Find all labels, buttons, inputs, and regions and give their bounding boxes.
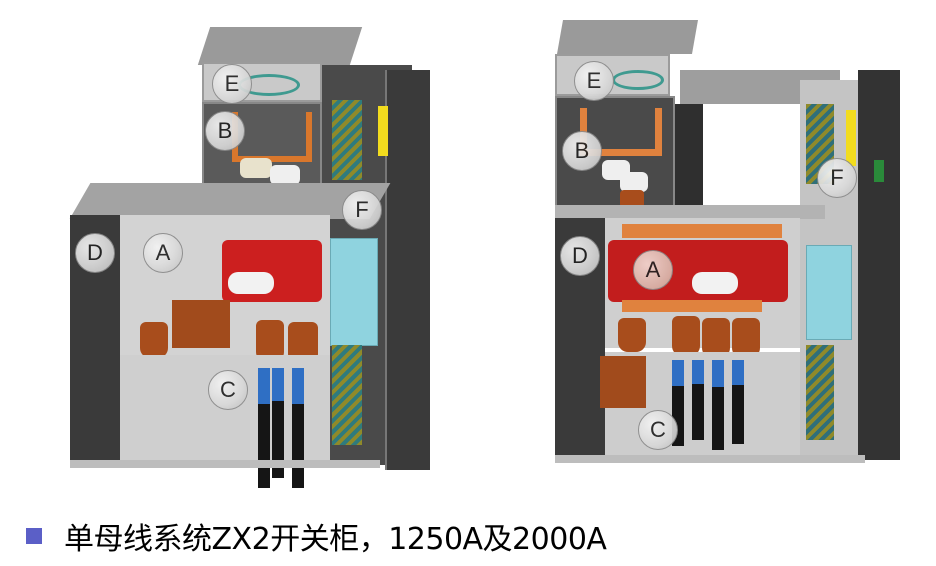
- left-cable-1: [258, 368, 270, 488]
- right-label-a: A: [633, 250, 673, 290]
- right-label-c: C: [638, 410, 678, 450]
- right-breaker-cylinder: [692, 272, 738, 294]
- label-letter: B: [217, 118, 233, 143]
- label-letter: F: [355, 197, 369, 222]
- right-lv-box: [806, 245, 852, 340]
- left-label-d: D: [75, 233, 115, 273]
- label-letter: E: [224, 71, 240, 96]
- right-top-box-roof: [557, 20, 698, 54]
- left-label-f: F: [342, 190, 382, 230]
- label-letter: A: [645, 257, 661, 282]
- right-switchgear-figure: E B F D A C: [555, 20, 900, 463]
- right-lv-strip-bottom: [806, 345, 834, 440]
- left-right-door: [385, 70, 430, 470]
- left-label-e: E: [212, 64, 252, 104]
- right-door-handle: [874, 160, 884, 182]
- right-bushing-2: [620, 172, 648, 192]
- right-label-b: B: [562, 131, 602, 171]
- label-letter: C: [650, 417, 666, 442]
- right-label-e: E: [574, 61, 614, 101]
- left-ct-block: [172, 300, 230, 348]
- left-bushing-1: [240, 158, 272, 178]
- right-cone-4: [732, 318, 760, 358]
- label-letter: F: [830, 165, 844, 190]
- right-cone-1: [618, 318, 646, 352]
- right-cone-3: [702, 318, 730, 358]
- right-cone-2: [672, 316, 700, 356]
- label-letter: D: [572, 243, 588, 268]
- left-cable-3: [292, 368, 304, 488]
- right-mid-shelf: [555, 205, 825, 219]
- right-cable-4: [732, 360, 744, 444]
- left-lv-strip-top: [332, 100, 362, 180]
- left-label-a: A: [143, 233, 183, 273]
- left-label-c: C: [208, 370, 248, 410]
- right-busbar-copper-main: [622, 224, 782, 238]
- left-cone-1: [140, 322, 168, 358]
- bullet-square-icon: [26, 528, 42, 544]
- label-letter: B: [574, 138, 590, 163]
- left-bushing-2: [270, 165, 300, 185]
- left-switchgear-figure: E B F D A C: [0, 0, 470, 500]
- right-door: [858, 70, 900, 460]
- label-letter: C: [220, 377, 236, 402]
- right-label-d: D: [560, 236, 600, 276]
- label-letter: E: [586, 68, 602, 93]
- right-open-frame: [675, 104, 800, 214]
- left-lv-box: [330, 238, 378, 346]
- right-bottom-base: [555, 455, 865, 463]
- caption: 单母线系统ZX2开关柜，1250A及2000A: [26, 516, 607, 557]
- right-yellow-tags-top: [846, 110, 856, 166]
- right-copper-plate: [622, 300, 762, 312]
- left-lv-strip-bottom: [332, 345, 362, 445]
- right-ct-block: [600, 356, 646, 408]
- label-letter: D: [87, 240, 103, 265]
- right-cable-2: [692, 360, 704, 440]
- left-breaker-cylinder: [228, 272, 274, 294]
- caption-text: 单母线系统ZX2开关柜，1250A及2000A: [64, 522, 607, 557]
- left-bottom-base: [70, 460, 380, 468]
- right-cable-3: [712, 360, 724, 450]
- left-cable-2: [272, 368, 284, 478]
- left-yellow-tags-top: [378, 106, 388, 156]
- label-letter: A: [155, 240, 171, 265]
- right-label-f: F: [817, 158, 857, 198]
- left-label-b: B: [205, 111, 245, 151]
- right-busbar-ring: [612, 70, 664, 90]
